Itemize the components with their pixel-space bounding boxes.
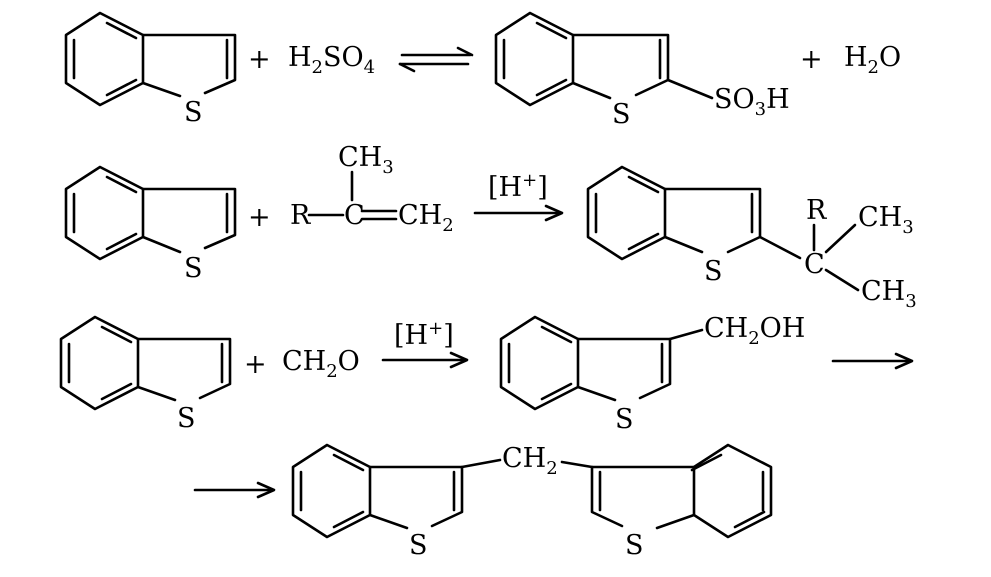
hydroxymethyl-group: CH2OH xyxy=(704,313,805,349)
quaternary-carbon: C xyxy=(804,249,825,280)
water-formula: H2O xyxy=(844,42,901,78)
sulfonic-acid-group: SO3H xyxy=(714,84,790,120)
sulfur-atom: S xyxy=(615,404,634,435)
alkene-carbon: C xyxy=(344,200,365,231)
plus-sign: + xyxy=(244,349,267,380)
methyl-group: CH3 xyxy=(338,142,394,178)
reaction-sulfonation: S + H2SO4 S SO3H + H2O xyxy=(64,11,901,130)
sulfuric-acid-formula: H2SO4 xyxy=(288,42,375,78)
reaction-arrow xyxy=(473,204,564,222)
sulfur-atom: S xyxy=(184,253,203,284)
benzothiophene-3-methanol: S CH2OH xyxy=(499,313,805,435)
bis-benzothiophenyl-methane: S CH2 S xyxy=(291,443,773,561)
benzothiophene-left: S xyxy=(291,443,464,561)
plus-sign: + xyxy=(800,44,823,75)
reaction-arrow xyxy=(193,481,276,499)
reaction-arrow xyxy=(381,351,469,369)
sulfur-atom: S xyxy=(177,403,196,434)
methyl-group: CH3 xyxy=(858,202,914,238)
benzothiophene-2-sulfonic-acid: S SO3H xyxy=(494,11,790,130)
sulfur-atom: S xyxy=(625,530,644,561)
continuation-arrow xyxy=(831,352,914,370)
plus-sign: + xyxy=(248,202,271,233)
sulfur-atom: S xyxy=(184,97,203,128)
plus-sign: + xyxy=(248,44,271,75)
benzothiophene-reactant-1: S xyxy=(64,11,237,128)
equilibrium-arrow xyxy=(398,46,474,73)
methylene-group: CH2 xyxy=(398,200,454,236)
methylene-bridge: CH2 xyxy=(502,443,558,479)
sulfur-atom: S xyxy=(612,99,631,130)
reaction-hydroxymethylation: S + CH2O [H+] S CH2OH xyxy=(59,313,914,435)
r-group: R xyxy=(290,200,311,231)
reaction-condensation: S CH2 S xyxy=(193,443,773,561)
reaction-alkylation: S + CH3 R C CH2 [H+] S R xyxy=(64,142,917,312)
sulfur-atom: S xyxy=(704,256,723,287)
acid-catalyst-label: [H+] xyxy=(488,170,548,203)
formaldehyde-formula: CH2O xyxy=(282,346,360,382)
acid-catalyst-label: [H+] xyxy=(394,318,454,351)
alkene-reagent: CH3 R C CH2 xyxy=(290,142,454,236)
benzothiophene-2-alkyl-product: S R C CH3 CH3 xyxy=(586,165,917,312)
sulfur-atom: S xyxy=(409,530,428,561)
methyl-group: CH3 xyxy=(861,276,917,312)
r-group: R xyxy=(806,195,827,226)
benzothiophene-reactant-3: S xyxy=(59,315,232,434)
benzothiophene-right: S xyxy=(590,443,773,561)
benzothiophene-reactant-2: S xyxy=(64,165,237,284)
